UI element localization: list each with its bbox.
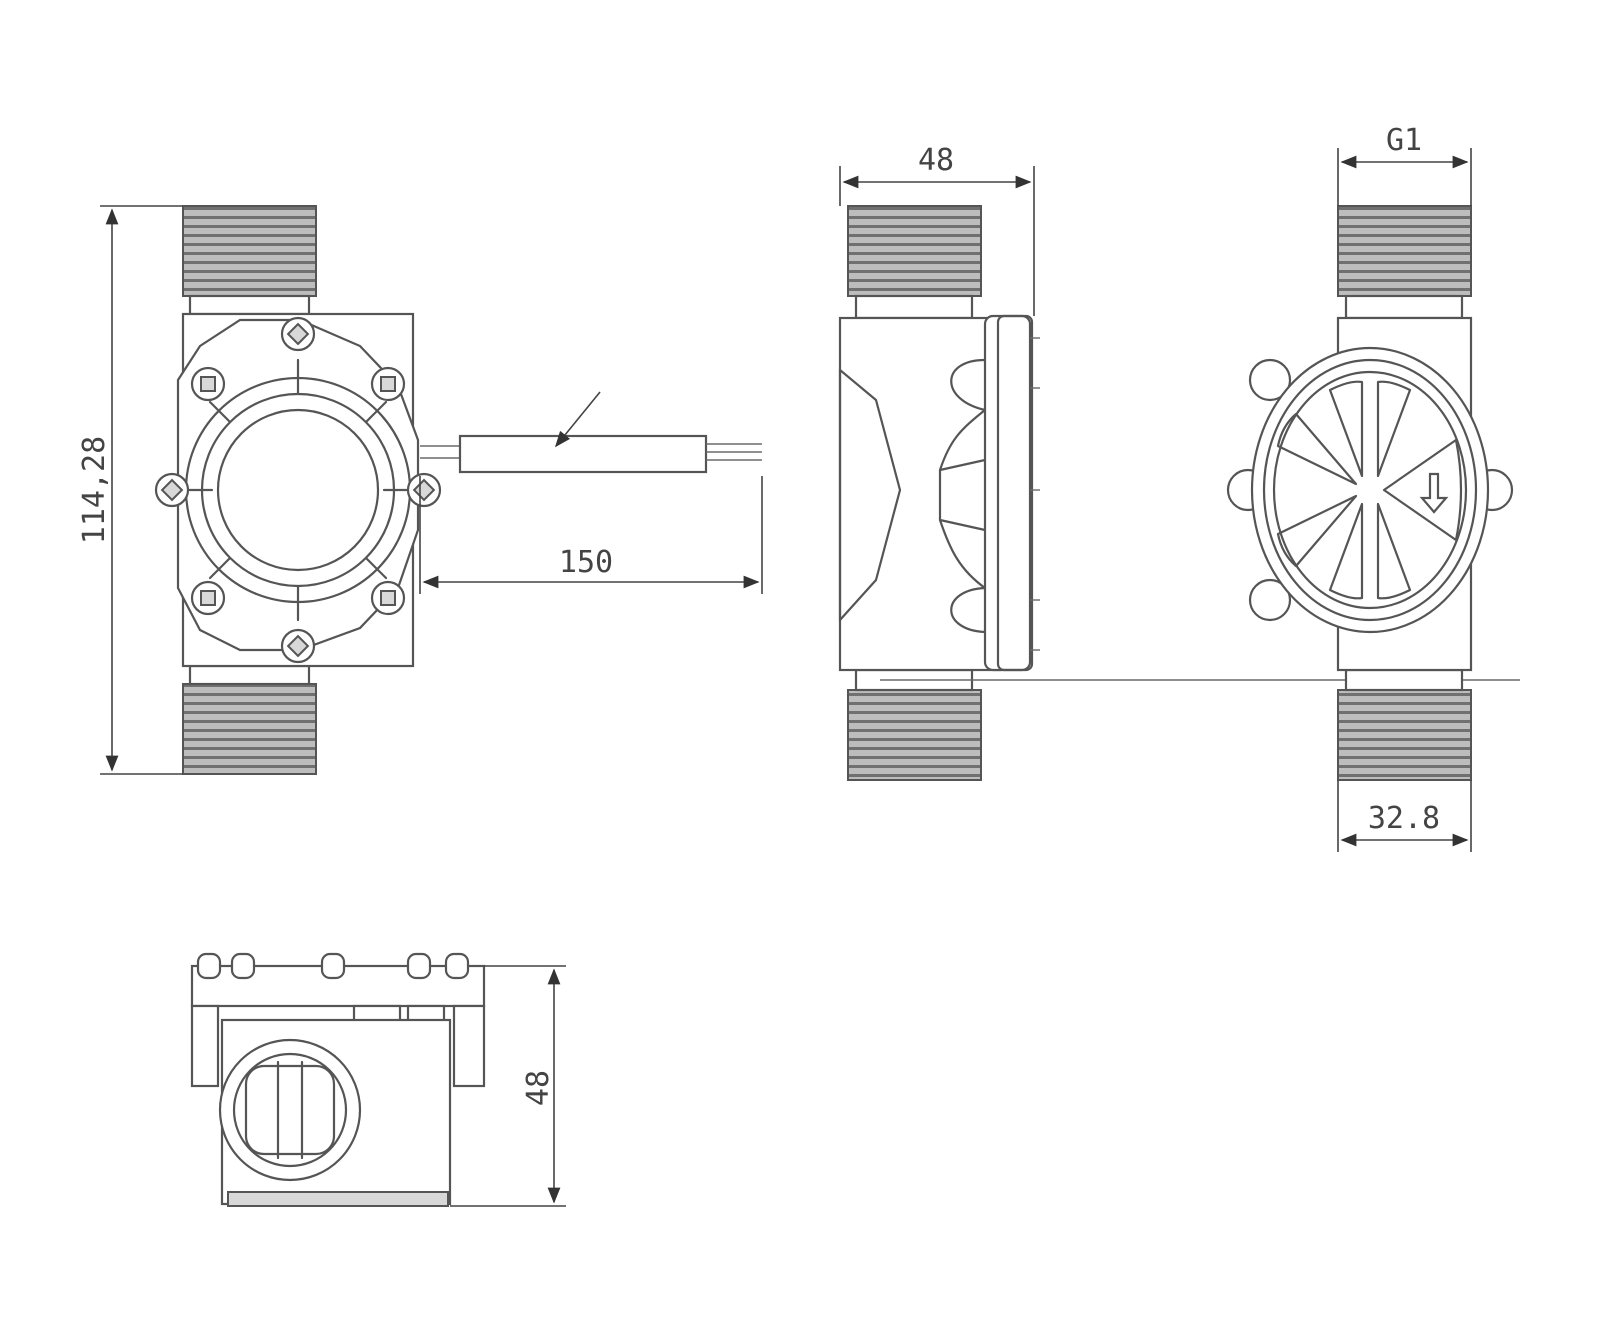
side-top-thread	[847, 205, 982, 297]
cable-length-dimension: 150	[419, 476, 763, 594]
back-top-thread	[1337, 205, 1472, 297]
thread-size-label: G1	[1386, 123, 1422, 158]
front-cable	[420, 391, 762, 474]
thread-size-dimension: G1	[1337, 123, 1472, 206]
screw-icon	[406, 472, 442, 508]
screw-icon	[154, 472, 190, 508]
front-ring-inner	[216, 408, 380, 572]
screw-icon	[280, 628, 316, 664]
side-body	[838, 316, 1002, 672]
bottom-view: 48	[190, 952, 566, 1207]
screw-icon	[280, 316, 316, 352]
front-bottom-thread	[182, 683, 317, 775]
front-bottom-neck	[188, 664, 311, 686]
side-view: 48	[838, 143, 1520, 781]
bottom-height-dimension: 48	[450, 965, 566, 1207]
side-bottom-thread	[847, 689, 982, 781]
side-flange	[938, 314, 1040, 672]
bottom-height-label: 48	[521, 1070, 556, 1106]
side-taper	[838, 368, 902, 622]
screw-icon	[190, 366, 226, 402]
cable-length-label: 150	[559, 545, 613, 580]
back-cover-petals	[1276, 380, 1463, 600]
back-view: G1 32.8	[1226, 123, 1514, 852]
flow-direction-arrow-icon	[1419, 472, 1449, 514]
screw-icon	[190, 580, 226, 616]
height-total-label: 114,28	[77, 436, 112, 544]
back-bottom-thread	[1337, 689, 1472, 781]
front-view: 114,28 150	[77, 205, 763, 775]
front-screws	[154, 316, 442, 664]
front-top-neck	[188, 294, 311, 316]
side-width-dimension: 48	[839, 143, 1035, 316]
lug	[1248, 358, 1292, 402]
bottom-screw-heads	[196, 952, 470, 980]
body-width-dimension: 32.8	[1337, 780, 1472, 852]
screw-icon	[370, 366, 406, 402]
front-top-thread	[182, 205, 317, 297]
lug	[1248, 578, 1292, 622]
screw-icon	[370, 580, 406, 616]
back-cover-outer	[1250, 346, 1490, 634]
body-width-label: 32.8	[1368, 801, 1440, 836]
bottom-port-inner	[244, 1064, 336, 1156]
side-width-label: 48	[918, 143, 954, 178]
bottom-port-outer	[218, 1038, 362, 1182]
height-dimension: 114,28	[77, 205, 183, 775]
